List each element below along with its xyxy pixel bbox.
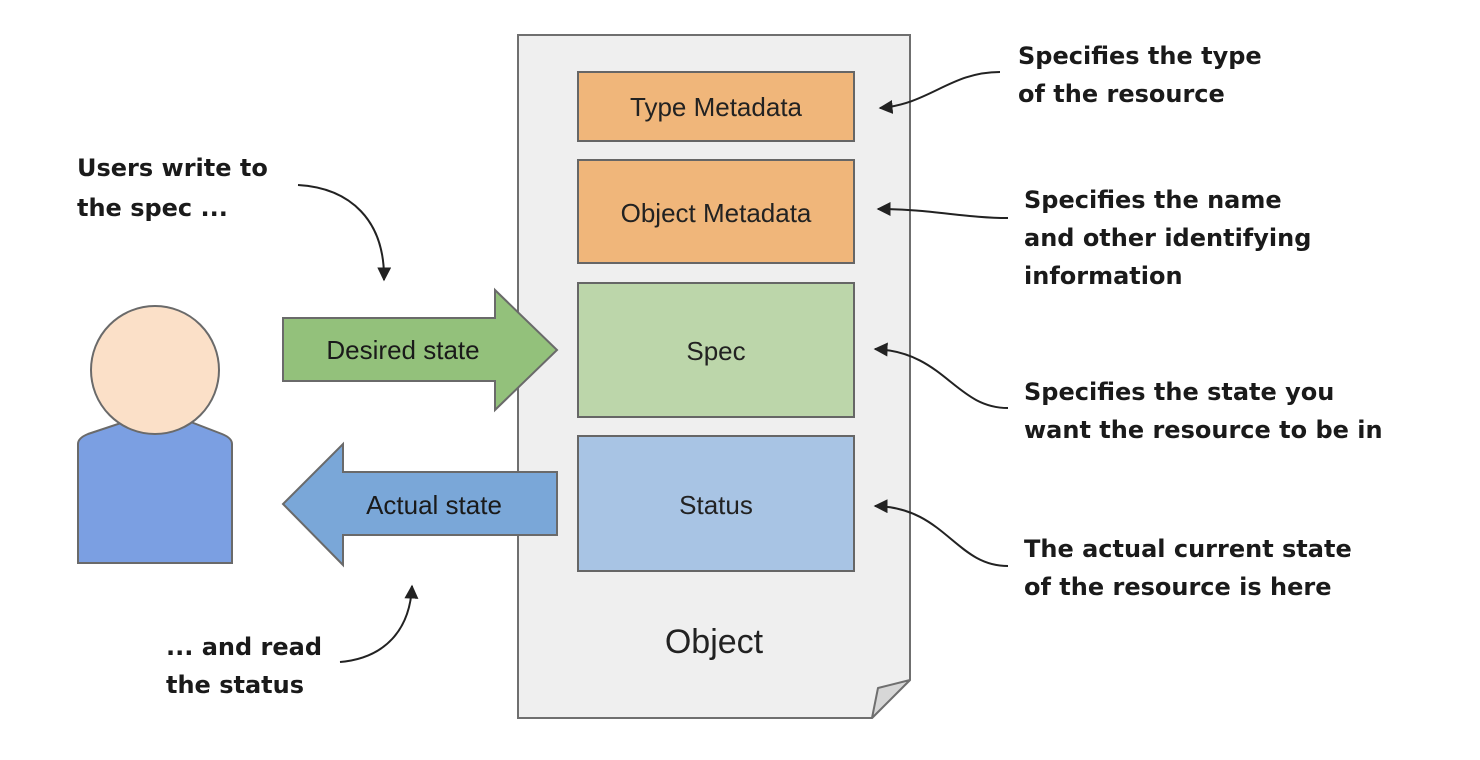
type-metadata-label: Type Metadata — [630, 92, 803, 122]
object-metadata-label: Object Metadata — [621, 198, 812, 228]
desired-state-arrow — [282, 287, 559, 413]
document-fold — [871, 679, 911, 719]
status-note: The actual current state of the resource… — [1024, 535, 1360, 601]
status-pointer — [873, 499, 1009, 567]
person-body — [77, 413, 233, 564]
desired-state-label: Desired state — [326, 335, 479, 365]
and-read-note: ... and read the status — [166, 633, 330, 699]
spec-box — [577, 282, 855, 418]
spec-note: Specifies the state you want the resourc… — [1024, 378, 1383, 444]
users-write-pointer — [297, 184, 392, 282]
actual-state-arrow — [281, 441, 558, 568]
status-label: Status — [679, 490, 753, 520]
type-note: Specifies the type of the resource — [1018, 42, 1270, 108]
spec-pointer — [873, 342, 1009, 409]
type-pointer — [878, 71, 1001, 114]
object-meta-note: Specifies the name and other identifying… — [1024, 186, 1320, 290]
person-head — [90, 305, 220, 435]
users-write-note: Users write to the spec ... — [77, 154, 276, 222]
type-metadata-box — [577, 71, 855, 142]
spec-label: Spec — [686, 336, 745, 366]
actual-state-label: Actual state — [366, 490, 502, 520]
object-meta-pointer — [876, 202, 1009, 219]
object-label: Object — [665, 623, 764, 661]
and-read-pointer — [339, 584, 419, 663]
object-metadata-box — [577, 159, 855, 264]
status-box — [577, 435, 855, 572]
